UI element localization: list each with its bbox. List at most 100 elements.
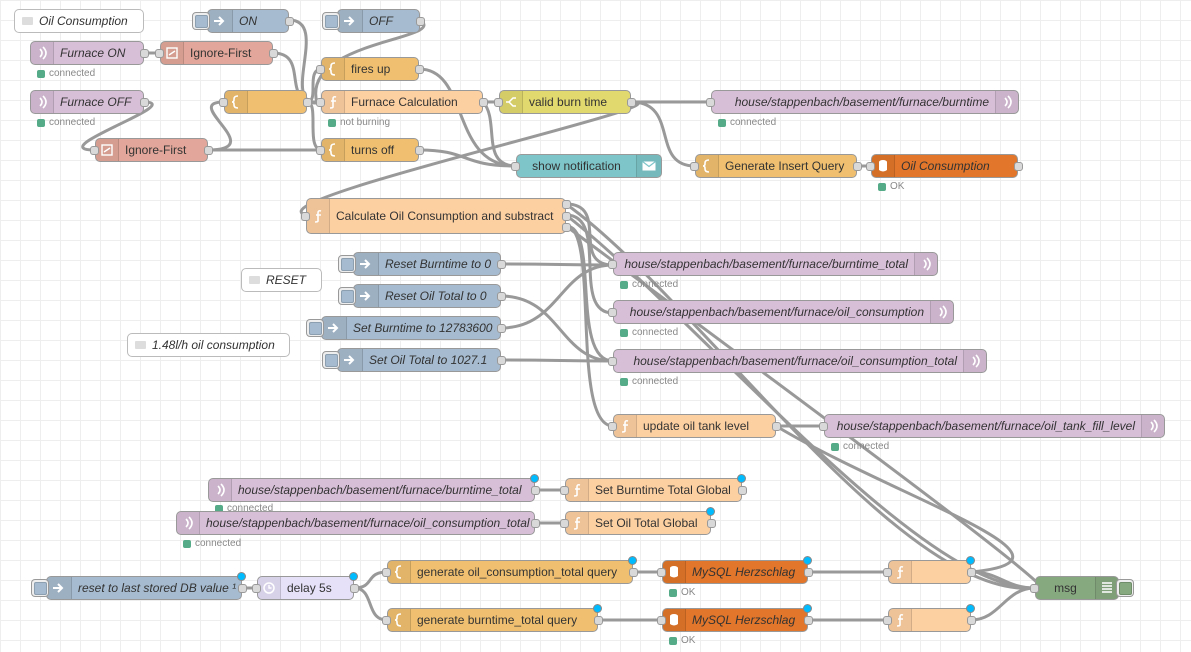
output-port[interactable] <box>497 260 506 269</box>
mqtt-out-oil-consumption-total[interactable]: house/stappenbach/basement/furnace/oil_c… <box>608 349 987 387</box>
input-port[interactable] <box>819 422 828 431</box>
switch-valid-burn-time[interactable]: valid burn time <box>494 90 636 114</box>
input-port[interactable] <box>608 422 617 431</box>
input-port[interactable] <box>560 519 569 528</box>
output-port[interactable] <box>269 49 278 58</box>
output-port[interactable] <box>497 292 506 301</box>
output-port[interactable] <box>707 519 716 528</box>
input-port[interactable] <box>608 260 617 269</box>
output-port[interactable] <box>416 17 425 26</box>
input-port[interactable] <box>252 584 261 593</box>
inject-button[interactable] <box>31 579 49 597</box>
output-port[interactable] <box>531 486 540 495</box>
mysql-oil-consumption[interactable]: Oil Consumption OK <box>866 154 1023 192</box>
comment-rate[interactable]: 1.48l/h oil consumption <box>127 333 290 357</box>
input-port[interactable] <box>657 568 666 577</box>
mqtt-out-oil-consumption[interactable]: house/stappenbach/basement/furnace/oil_c… <box>608 300 954 338</box>
output-port[interactable] <box>285 17 294 26</box>
output-port[interactable] <box>303 98 312 107</box>
function-furnace-calculation[interactable]: Furnace Calculation not burning <box>316 90 488 128</box>
mqtt-out-burntime[interactable]: house/stappenbach/basement/furnace/burnt… <box>706 90 1019 128</box>
input-port[interactable] <box>706 98 715 107</box>
output-port[interactable] <box>531 519 540 528</box>
function-unnamed-1[interactable] <box>883 556 976 584</box>
template-generate-burntime-total-query[interactable]: generate burntime_total query <box>382 604 603 632</box>
input-port[interactable] <box>494 98 503 107</box>
output-port[interactable] <box>497 324 506 333</box>
template-generate-oil-total-query[interactable]: generate oil_consumption_total query <box>382 556 638 584</box>
output-port[interactable] <box>497 356 506 365</box>
comment-oil-consumption[interactable]: Oil Consumption <box>14 9 144 33</box>
inject-on-node[interactable]: ON <box>192 9 294 33</box>
comment-reset[interactable]: RESET <box>241 268 322 292</box>
output-port[interactable] <box>140 98 149 107</box>
mqtt-out-oil-tank-fill-level[interactable]: house/stappenbach/basement/furnace/oil_t… <box>819 414 1165 452</box>
inject-reset-oil-total[interactable]: Reset Oil Total to 0 <box>338 284 506 308</box>
input-port[interactable] <box>382 616 391 625</box>
debug-msg[interactable]: msg <box>1030 576 1134 600</box>
input-port[interactable] <box>219 98 228 107</box>
notify-show-notification[interactable]: show notification <box>511 154 662 178</box>
input-port[interactable] <box>560 486 569 495</box>
output-port[interactable] <box>415 65 424 74</box>
inject-set-burntime[interactable]: Set Burntime to 12783600 <box>306 316 506 340</box>
input-port[interactable] <box>155 49 164 58</box>
input-port[interactable] <box>1030 584 1039 593</box>
input-port[interactable] <box>511 162 520 171</box>
input-port[interactable] <box>382 568 391 577</box>
output-port[interactable] <box>350 584 359 593</box>
inject-button[interactable] <box>192 12 210 30</box>
output-port[interactable] <box>627 98 636 107</box>
inject-button[interactable] <box>338 287 356 305</box>
output-port[interactable] <box>140 49 149 58</box>
inject-reset-to-last-db-value[interactable]: reset to last stored DB value ¹ <box>31 572 247 600</box>
output-port-3[interactable] <box>562 223 571 232</box>
output-port[interactable] <box>967 568 976 577</box>
function-set-oil-total-global[interactable]: Set Oil Total Global <box>560 507 716 535</box>
inject-button[interactable] <box>306 319 324 337</box>
input-port[interactable] <box>316 65 325 74</box>
output-port[interactable] <box>1014 162 1023 171</box>
function-calculate-oil-consumption[interactable]: Calculate Oil Consumption and substract <box>301 198 571 234</box>
function-update-oil-tank-level[interactable]: update oil tank level <box>608 414 781 438</box>
input-port[interactable] <box>90 146 99 155</box>
input-port[interactable] <box>883 616 892 625</box>
input-port[interactable] <box>883 568 892 577</box>
function-unnamed-2[interactable] <box>883 604 976 632</box>
input-port[interactable] <box>608 308 617 317</box>
mqtt-in-oil-consumption-total[interactable]: house/stappenbach/basement/furnace/oil_c… <box>176 511 540 549</box>
inject-reset-burntime[interactable]: Reset Burntime to 0 <box>338 252 506 276</box>
output-port[interactable] <box>772 422 781 431</box>
output-port[interactable] <box>415 146 424 155</box>
inject-set-oil-total[interactable]: Set Oil Total to 1027.1 <box>322 348 506 372</box>
output-port-1[interactable] <box>562 200 571 209</box>
inject-off-node[interactable]: OFF <box>322 9 425 33</box>
input-port[interactable] <box>316 98 325 107</box>
input-port[interactable] <box>866 162 875 171</box>
template-join[interactable] <box>219 90 312 114</box>
rbe-ignore-first-1[interactable]: Ignore-First <box>155 41 278 65</box>
function-set-burntime-total-global[interactable]: Set Burntime Total Global <box>560 474 747 502</box>
mqtt-in-furnace-off[interactable]: Furnace OFF connected <box>30 90 149 128</box>
mysql-herzschlag-2[interactable]: MySQL Herzschlag OK <box>657 604 813 646</box>
output-port[interactable] <box>967 616 976 625</box>
output-port[interactable] <box>804 568 813 577</box>
output-port[interactable] <box>594 616 603 625</box>
input-port[interactable] <box>316 146 325 155</box>
debug-toggle-button[interactable] <box>1116 579 1134 597</box>
input-port[interactable] <box>608 357 617 366</box>
input-port[interactable] <box>690 162 699 171</box>
output-port[interactable] <box>853 162 862 171</box>
mysql-herzschlag-1[interactable]: MySQL Herzschlag OK <box>657 556 813 598</box>
output-port[interactable] <box>804 616 813 625</box>
input-port[interactable] <box>657 616 666 625</box>
inject-button[interactable] <box>322 351 340 369</box>
mqtt-out-burntime-total[interactable]: house/stappenbach/basement/furnace/burnt… <box>608 252 938 290</box>
output-port[interactable] <box>629 568 638 577</box>
template-generate-insert-query[interactable]: Generate Insert Query <box>690 154 862 178</box>
delay-5s[interactable]: delay 5s <box>252 572 359 600</box>
output-port[interactable] <box>238 584 247 593</box>
output-port[interactable] <box>479 98 488 107</box>
template-turns-off[interactable]: turns off <box>316 138 424 162</box>
mqtt-in-furnace-on[interactable]: Furnace ON connected <box>30 41 149 79</box>
